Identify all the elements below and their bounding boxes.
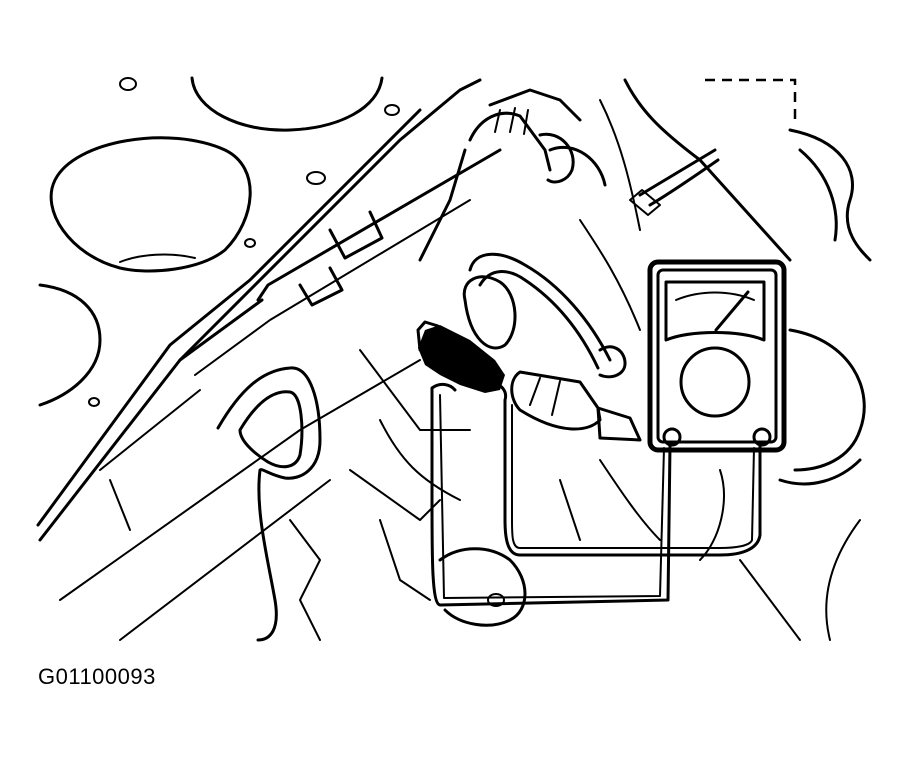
lower-housing xyxy=(438,547,527,627)
connector-boot xyxy=(462,275,517,350)
bolt-hole xyxy=(306,171,326,185)
cylinder-bore-left-lower xyxy=(38,283,102,407)
harness-connector xyxy=(629,189,661,216)
sensor-threads xyxy=(439,329,481,389)
sensor-connector xyxy=(462,275,642,442)
deck-rail-9 xyxy=(119,479,331,641)
cylinder-bores xyxy=(38,76,384,407)
meter-case-inner xyxy=(656,268,778,444)
deck-rail-4 xyxy=(99,389,201,471)
right-lower-bulge-2 xyxy=(778,458,862,486)
hidden-line-top xyxy=(705,78,797,120)
cylinder-bore-left-upper-inner xyxy=(119,253,196,263)
block-deck-edges xyxy=(36,78,502,641)
meter-dial-window xyxy=(664,280,766,342)
hose-to-right xyxy=(548,145,607,187)
connector-tip xyxy=(596,406,642,442)
right-lower-bulge xyxy=(788,328,866,472)
deck-edge-lower xyxy=(36,108,422,527)
lifting-bracket xyxy=(216,366,322,642)
hose-top-edge xyxy=(488,88,582,122)
figure-code: G01100093 xyxy=(38,664,156,689)
deck-rail-13 xyxy=(289,519,321,641)
meter-terminal-left xyxy=(662,427,682,447)
sensor-body xyxy=(418,325,505,393)
right-housing-curve-2 xyxy=(798,148,838,242)
wire-harness-upper xyxy=(638,148,717,197)
temperature-sensor xyxy=(416,320,505,393)
lower-engine-body xyxy=(379,419,661,627)
hose-body-upper xyxy=(468,111,552,172)
sensor-pipe xyxy=(468,252,627,379)
meter-needle xyxy=(714,290,750,332)
deck-rail-11 xyxy=(349,469,441,521)
right-housing-lines xyxy=(579,99,641,331)
multimeter xyxy=(647,259,787,453)
right-housing-curve xyxy=(788,128,872,262)
pipe-outer xyxy=(468,252,612,362)
test-lead-right-inner xyxy=(511,404,755,549)
test-lead-left xyxy=(430,382,672,607)
pipe-inner xyxy=(478,270,600,370)
engine-right-details xyxy=(579,78,872,641)
cylinder-bore-top xyxy=(190,76,384,132)
cylinder-bore-left-upper xyxy=(49,136,252,273)
hose-clamp xyxy=(538,132,575,184)
bolt-hole xyxy=(88,397,100,407)
bolt-hole xyxy=(119,77,137,91)
lifting-bracket-outer xyxy=(216,366,322,642)
lifting-bracket-inner xyxy=(238,390,304,469)
deck-rail-8 xyxy=(59,359,421,601)
deck-rail-6 xyxy=(328,210,384,260)
meter-selector-knob xyxy=(679,346,751,418)
hose-body-lower xyxy=(418,148,467,262)
deck-rail-5 xyxy=(109,479,131,531)
test-leads xyxy=(430,378,762,607)
test-lead-left-inner xyxy=(439,394,665,599)
sensor-hex xyxy=(416,320,442,354)
meter-terminal-right xyxy=(752,427,772,447)
lower-housing-lines xyxy=(379,419,661,541)
deck-rail-2 xyxy=(178,298,264,362)
deck-rail-3 xyxy=(194,199,471,376)
bolt-hole xyxy=(384,104,400,116)
test-lead-right xyxy=(490,378,762,557)
deck-edge-upper xyxy=(38,78,482,542)
upper-hose xyxy=(418,88,720,262)
bolt-hole xyxy=(487,593,505,607)
meter-dial-scale xyxy=(675,291,755,301)
meter-case xyxy=(647,259,787,453)
deck-rail-7 xyxy=(298,266,344,307)
connector-lines xyxy=(529,377,561,416)
deck-rail-10 xyxy=(359,349,471,431)
deck-rail-1 xyxy=(256,148,502,302)
right-lower-lines xyxy=(699,469,861,641)
pipe-bend xyxy=(598,345,627,379)
bolt-hole xyxy=(244,238,256,248)
bolt-holes xyxy=(88,77,505,607)
deck-rail-12 xyxy=(379,519,431,601)
hose-ribs xyxy=(494,107,529,135)
right-housing-edge xyxy=(623,78,792,262)
